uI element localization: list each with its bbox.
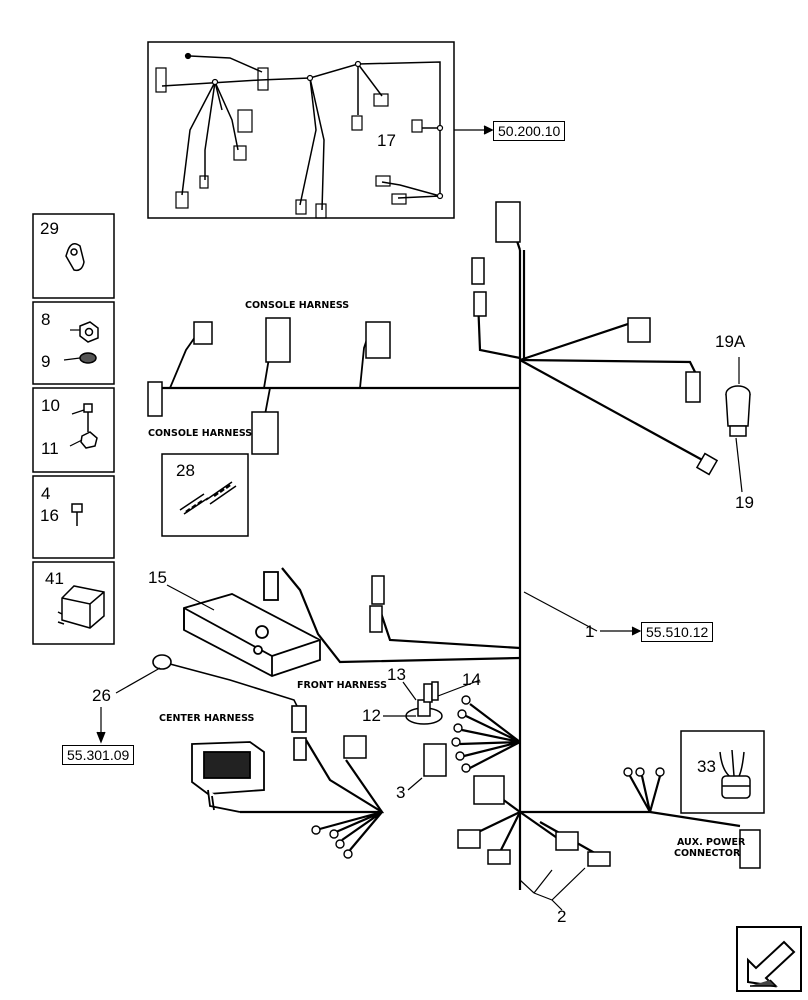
box-items-4-16	[32, 475, 115, 559]
center-harness-module	[191, 741, 265, 813]
inset-harness	[161, 55, 494, 211]
box-item-29	[32, 213, 115, 299]
label-center-harness: CENTER HARNESS	[159, 713, 255, 724]
callout-17: 17	[377, 131, 396, 150]
callout-33: 33	[697, 757, 716, 776]
inset-connectors	[155, 52, 444, 219]
callout-1: 1	[585, 622, 595, 641]
previous-page-arrow-icon	[736, 926, 802, 992]
part-9-washer	[79, 352, 97, 364]
part-12-bracket	[405, 681, 443, 725]
callout-14: 14	[462, 670, 481, 689]
reference-item-26[interactable]: 55.301.09	[62, 745, 135, 765]
callout-8: 8	[41, 310, 51, 329]
ring-terminals	[311, 695, 665, 859]
callout-11: 11	[41, 439, 59, 458]
callout-15: 15	[148, 568, 167, 587]
part-16-screw	[71, 503, 83, 526]
box-items-10-11	[32, 387, 115, 473]
callout-19a: 19A	[715, 332, 746, 351]
callout-10: 10	[41, 396, 60, 415]
part-29	[65, 243, 85, 272]
leader-lines	[63, 329, 743, 911]
part-10-bolt	[83, 403, 93, 432]
part-8-nut	[79, 321, 99, 343]
callout-4: 4	[41, 484, 51, 503]
main-harness	[160, 203, 741, 890]
part-11-nut	[80, 431, 98, 449]
box-item-41	[32, 561, 115, 645]
part-41-relay	[57, 585, 105, 629]
callout-3: 3	[396, 783, 406, 802]
callout-13: 13	[387, 665, 406, 684]
callout-9: 9	[41, 352, 51, 371]
label-front-harness: FRONT HARNESS	[297, 680, 387, 691]
label-console-harness-top: CONSOLE HARNESS	[245, 300, 350, 311]
callout-19: 19	[735, 493, 754, 512]
part-28-sleeve	[179, 481, 237, 515]
part-26-sensor	[152, 654, 307, 761]
label-aux-power-line2: CONNECTOR	[674, 848, 741, 859]
label-console-harness-bottom: CONSOLE HARNESS	[148, 428, 253, 439]
box-item-33	[680, 730, 765, 814]
reference-main-harness[interactable]: 55.510.12	[641, 622, 714, 642]
callout-16: 16	[40, 506, 59, 525]
part-33-connector	[719, 749, 751, 799]
callout-29: 29	[40, 219, 59, 238]
inset-frame	[147, 41, 455, 219]
harness-connectors	[147, 201, 761, 869]
reference-inset[interactable]: 50.200.10	[493, 121, 566, 141]
callout-12: 12	[362, 706, 381, 725]
part-15-module	[183, 571, 321, 677]
label-aux-power-line1: AUX. POWER	[677, 837, 746, 848]
box-items-8-9	[32, 301, 115, 385]
callout-26: 26	[92, 686, 111, 705]
callout-2: 2	[557, 907, 567, 926]
box-item-28	[161, 453, 249, 537]
callout-28: 28	[176, 461, 195, 480]
callout-41: 41	[45, 569, 64, 588]
part-19a-socket	[725, 385, 751, 437]
